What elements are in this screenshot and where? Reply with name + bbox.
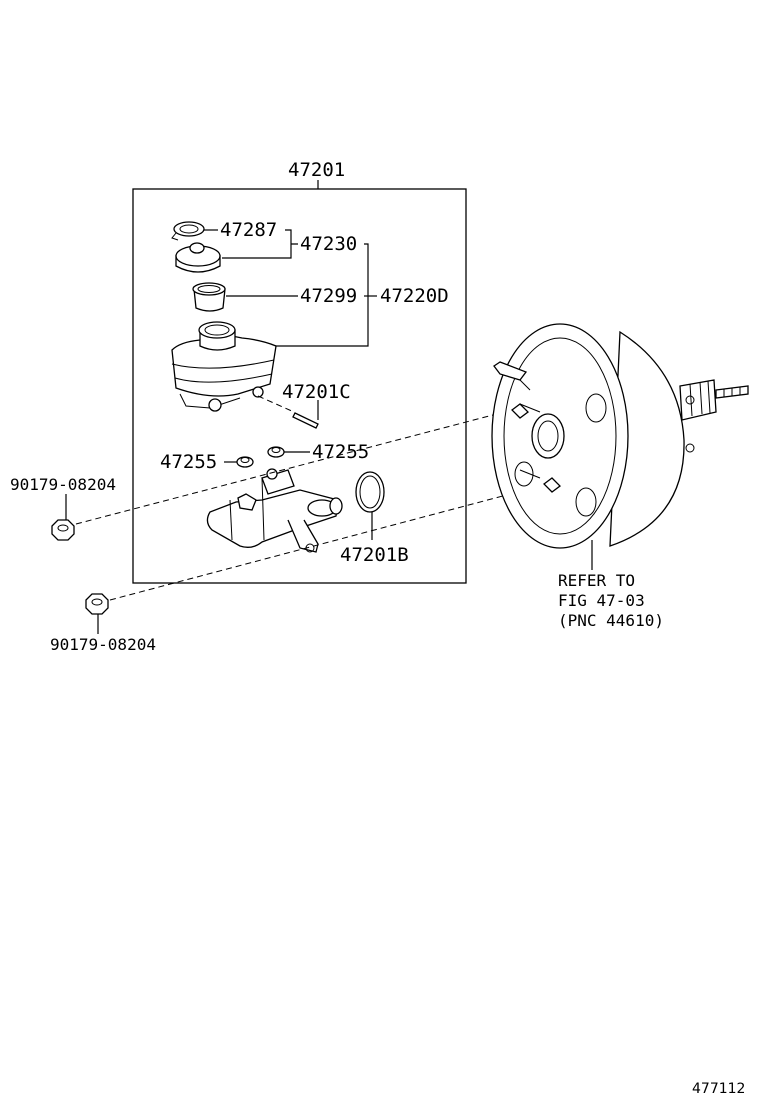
clip-47287: [171, 221, 205, 241]
dash-nut-lower: [109, 483, 549, 601]
reservoir-cap: [175, 242, 221, 273]
ref-line3: (PNC 44610): [558, 611, 664, 630]
nut-upper: [51, 519, 75, 541]
label-47255-left[interactable]: 47255: [160, 451, 217, 473]
assembly-frame: [132, 188, 467, 584]
label-47287[interactable]: 47287: [220, 219, 277, 241]
master-cylinder: [206, 468, 343, 553]
leader-47230-47220D: [270, 243, 369, 347]
grommet-right: [267, 446, 285, 458]
label-47299[interactable]: 47299: [300, 285, 357, 307]
ref-line1: REFER TO: [558, 571, 635, 590]
brake-booster: [491, 323, 749, 549]
nut-lower: [85, 593, 109, 615]
pin-47201C: [292, 412, 319, 429]
bracket-47230: [222, 229, 298, 259]
ref-line2: FIG 47-03: [558, 591, 645, 610]
label-47201B[interactable]: 47201B: [340, 544, 409, 566]
label-47230[interactable]: 47230: [300, 233, 357, 255]
label-47255-right[interactable]: 47255: [312, 441, 369, 463]
figure-id: 477112: [692, 1081, 745, 1097]
pin-dash: [257, 395, 295, 413]
label-nut-upper[interactable]: 90179-08204: [10, 475, 116, 494]
o-ring-47201B: [355, 471, 385, 513]
label-47201[interactable]: 47201: [288, 159, 345, 181]
reservoir-strainer: [192, 282, 226, 312]
label-47220D[interactable]: 47220D: [380, 285, 449, 307]
grommet-left: [236, 456, 254, 468]
label-47201C[interactable]: 47201C: [282, 381, 351, 403]
dash-nut-upper: [75, 409, 513, 525]
brake-fluid-reservoir: [171, 321, 277, 412]
label-nut-lower[interactable]: 90179-08204: [50, 635, 156, 654]
